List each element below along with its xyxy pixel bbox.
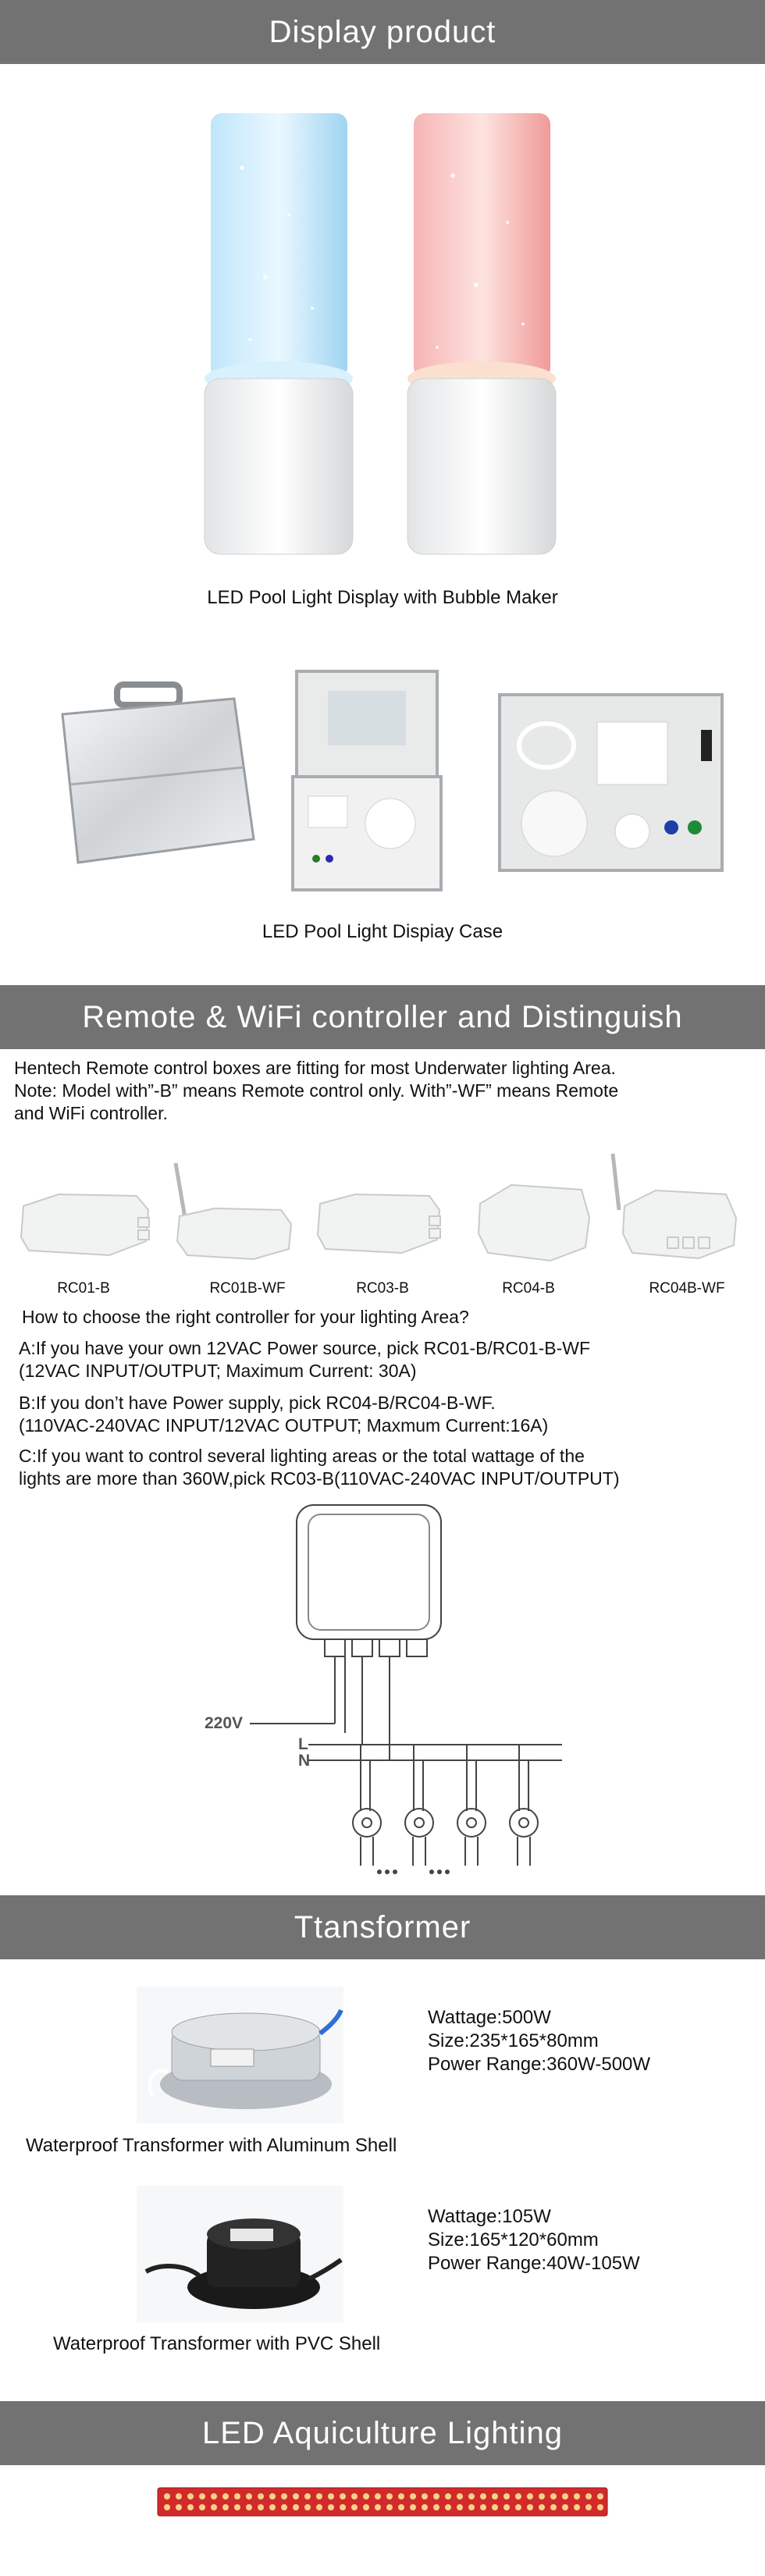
diagram-line-label: L xyxy=(298,1735,308,1753)
option-b-line-2: (110VAC-240VAC INPUT/12VAC OUTPUT; Maxmu… xyxy=(19,1415,549,1436)
transformer-2-range: Power Range:40W-105W xyxy=(428,2253,640,2274)
controller-label-rc03-b: RC03-B xyxy=(356,1280,409,1297)
transformer-2-wattage: Wattage:105W xyxy=(428,2206,551,2227)
transformer-2-size: Size:165*120*60mm xyxy=(428,2229,599,2250)
option-a-line-1: A:If you have your own 12VAC Power sourc… xyxy=(19,1338,591,1358)
section-header-remote: Remote & WiFi controller and Distinguish xyxy=(0,985,765,1049)
intro-line-3: and WiFi controller. xyxy=(14,1103,168,1123)
choose-question: How to choose the right controller for y… xyxy=(22,1307,469,1327)
section-header-transformer: Ttansformer xyxy=(0,1895,765,1959)
option-b-line-1: B:If you don’t have Power supply, pick R… xyxy=(19,1393,496,1413)
wiring-diagram xyxy=(250,1504,562,1874)
transformer-1-wattage: Wattage:500W xyxy=(428,2007,551,2028)
transformer-1-caption: Waterproof Transformer with Aluminum She… xyxy=(26,2135,397,2156)
display-case-photo xyxy=(61,670,724,891)
section-header-display: Display product xyxy=(0,0,765,64)
intro-line-1: Hentech Remote control boxes are fitting… xyxy=(14,1058,616,1078)
option-c-line-2: lights are more than 360W,pick RC03-B(11… xyxy=(19,1468,620,1489)
controller-boxes-photo xyxy=(20,1153,738,1262)
aluminum-transformer-photo xyxy=(137,1987,343,2123)
bubble-column-photo xyxy=(204,113,557,555)
section-title: LED Aquiculture Lighting xyxy=(201,2415,564,2450)
controller-label-rc04-b: RC04-B xyxy=(502,1280,555,1297)
diagram-voltage-label: 220V xyxy=(205,1714,244,1732)
controller-label-rc01-b: RC01-B xyxy=(57,1280,110,1297)
option-c-line-1: C:If you want to control several lightin… xyxy=(19,1446,585,1466)
transformer-2-caption: Waterproof Transformer with PVC Shell xyxy=(53,2333,381,2354)
option-a-line-2: (12VAC INPUT/OUTPUT; Maximum Current: 30… xyxy=(19,1361,417,1381)
led-strip-photo xyxy=(157,2487,608,2517)
transformer-1-size: Size:235*165*80mm xyxy=(428,2030,599,2051)
intro-line-2: Note: Model with”-B” means Remote contro… xyxy=(14,1080,619,1101)
caption-bubble-display: LED Pool Light Display with Bubble Maker xyxy=(207,587,558,608)
section-title: Remote & WiFi controller and Distinguish xyxy=(82,999,683,1034)
section-title: Display product xyxy=(269,14,496,49)
controller-label-rc01b-wf: RC01B-WF xyxy=(209,1280,286,1297)
controller-label-rc04b-wf: RC04B-WF xyxy=(649,1280,725,1297)
transformer-1-range: Power Range:360W-500W xyxy=(428,2054,651,2075)
pvc-transformer-photo xyxy=(137,2186,343,2322)
caption-display-case: LED Pool Light Dispiay Case xyxy=(262,921,503,942)
section-header-aquaculture: LED Aquiculture Lighting xyxy=(0,2401,765,2465)
diagram-neutral-label: N xyxy=(298,1752,311,1770)
section-title: Ttansformer xyxy=(294,1909,471,1944)
